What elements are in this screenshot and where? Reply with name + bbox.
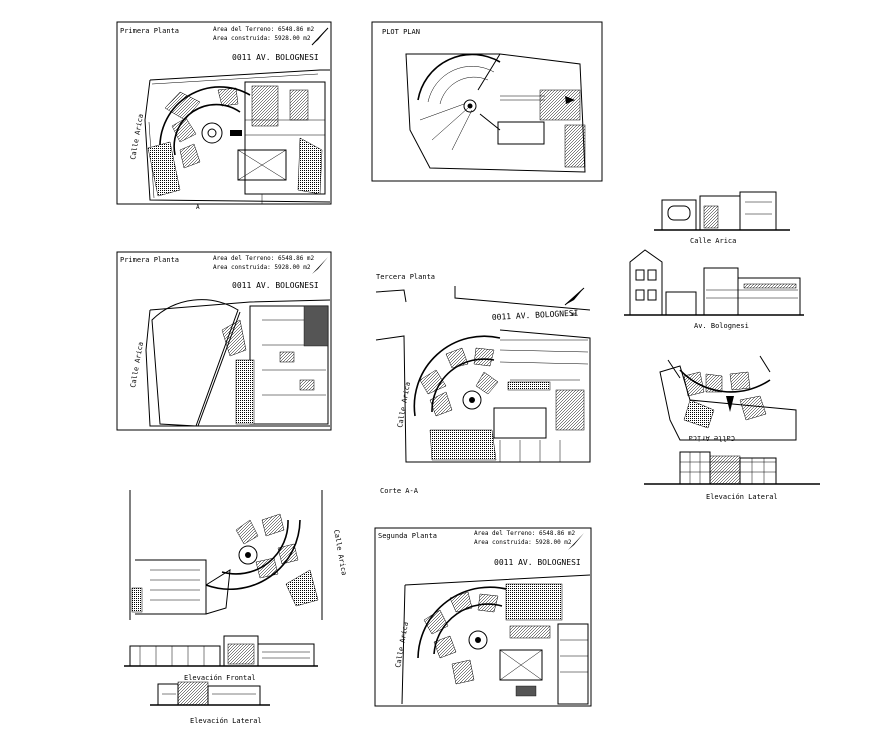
area-construida-label: Area construida: 5928.00 m2 <box>213 35 311 42</box>
area-terreno-label: Area del Terreno: 6548.86 m2 <box>474 530 576 537</box>
right-plan-and-lateral: Calle Arica Elevación Lateral <box>644 355 820 501</box>
elevation-label-arica: Calle Arica <box>690 237 736 245</box>
bottom-left-sheet: Calle Arica Elevación Frontal <box>124 490 348 725</box>
north-label: NM <box>571 312 576 317</box>
street-label-side: Calle Arica <box>396 381 412 428</box>
plot-plan-sheet: PLOT PLAN <box>371 21 603 182</box>
av-bolognesi-elevation: Av. Bolognesi <box>624 249 804 330</box>
sheet-title: Segunda Planta <box>378 532 437 540</box>
sheet-frame <box>116 251 332 431</box>
north-arrow-icon <box>312 257 328 274</box>
street-label-side: Calle Arica <box>129 113 145 160</box>
street-label-top: 0011 AV. BOLOGNESI <box>494 558 581 567</box>
calle-arica-elevation: Calle Arica <box>654 191 790 245</box>
sheet-title: Tercera Planta <box>376 273 435 281</box>
elevation-label-bolognesi: Av. Bolognesi <box>694 322 749 330</box>
sheet-title: Primera Planta <box>120 27 179 35</box>
elevation-label-lateral: Elevación Lateral <box>706 493 778 501</box>
street-label-top: 0011 AV. BOLOGNESI <box>232 281 319 290</box>
section-arrow-icon <box>726 396 734 412</box>
radial-building-plan <box>205 513 319 607</box>
street-label-top: 0011 AV. BOLOGNESI <box>232 53 319 62</box>
north-arrow-icon <box>568 533 584 550</box>
street-label-side: Calle Arica <box>689 434 735 442</box>
segunda-planta-sheet: Segunda Planta Area del Terreno: 6548.86… <box>374 527 592 707</box>
radial-building-plan <box>417 586 511 685</box>
radial-building-plan <box>147 86 251 197</box>
area-terreno-label: Area del Terreno: 6548.86 m2 <box>213 255 315 262</box>
elevation-label-frontal: Elevación Frontal <box>184 674 256 682</box>
sheet-title: Primera Planta <box>120 256 179 264</box>
primera-planta-sheet: Primera Planta Area del Terreno: 6548.86… <box>116 21 332 211</box>
radial-building-plan <box>413 335 501 461</box>
street-label-side: Calle Arica <box>394 621 410 668</box>
sheet-title: PLOT PLAN <box>382 28 420 36</box>
tercera-planta-sheet: Tercera Planta 0011 AV. BOLOGNESI Calle … <box>375 273 591 463</box>
area-construida-label: Area construida: 5928.00 m2 <box>213 264 311 271</box>
right-block-plan <box>230 81 326 204</box>
section-mark: A <box>196 204 200 211</box>
area-terreno-label: Area del Terreno: 6548.86 m2 <box>213 26 315 33</box>
sheet-frame <box>371 21 603 182</box>
street-label-side: Calle Arica <box>332 529 348 576</box>
planta-sheet-middle: Primera Planta Area del Terreno: 6548.86… <box>116 251 332 431</box>
sheet-frame <box>374 527 592 707</box>
corte-title: Corte A-A <box>380 487 419 495</box>
area-construida-label: Area construida: 5928.00 m2 <box>474 539 572 546</box>
street-label-side: Calle Arica <box>129 341 145 388</box>
sheet-frame <box>116 21 332 205</box>
street-label-top: 0011 AV. BOLOGNESI <box>492 308 579 322</box>
elevation-label-lateral: Elevación Lateral <box>190 717 262 725</box>
